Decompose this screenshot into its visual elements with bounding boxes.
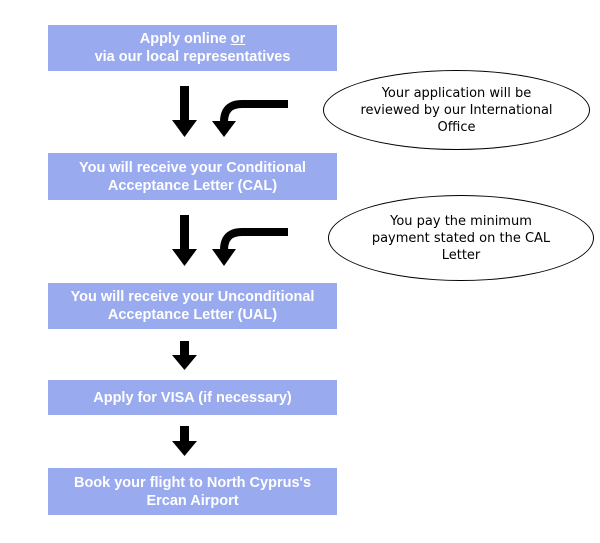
note-application-review-line1: Your application will be xyxy=(381,85,532,101)
step-apply-online-line2: via our local representatives xyxy=(94,49,291,65)
down-arrow-2 xyxy=(172,215,197,266)
note-application-review-line3: Office xyxy=(437,119,476,135)
down-arrow-1 xyxy=(172,86,197,137)
note-application-review-line2: reviewed by our International xyxy=(360,102,553,118)
down-arrow-4 xyxy=(172,426,197,456)
down-arrow-3 xyxy=(172,341,197,370)
curved-arrow-2 xyxy=(212,228,288,266)
step-apply-online-line1: Apply online or xyxy=(48,30,337,48)
note-minimum-payment-line1: You pay the minimum xyxy=(390,213,532,229)
step-book-flight-line1: Book your flight to North Cyprus's xyxy=(73,474,312,491)
note-minimum-payment: You pay the minimum payment stated on th… xyxy=(328,195,594,281)
step-receive-cal-line1: You will receive your Conditional xyxy=(79,159,306,176)
step-receive-ual-line2: Acceptance Letter (UAL) xyxy=(107,307,278,323)
step-apply-online-prefix: Apply online xyxy=(139,31,231,47)
step-apply-visa-line1: Apply for VISA (if necessary) xyxy=(93,389,292,406)
step-receive-cal-line2: Acceptance Letter (CAL) xyxy=(107,177,278,194)
step-apply-online: Apply online or via our local representa… xyxy=(48,25,337,71)
step-receive-ual: You will receive your Unconditional Acce… xyxy=(48,283,337,329)
step-receive-cal: You will receive your Conditional Accept… xyxy=(48,153,337,200)
curved-arrow-1 xyxy=(212,100,288,137)
note-application-review: Your application will be reviewed by our… xyxy=(323,70,590,150)
note-minimum-payment-line2: payment stated on the CAL xyxy=(371,230,551,246)
step-apply-online-or: or xyxy=(230,31,246,47)
step-book-flight-line2: Ercan Airport xyxy=(146,492,239,509)
step-book-flight: Book your flight to North Cyprus's Ercan… xyxy=(48,468,337,515)
step-apply-visa: Apply for VISA (if necessary) xyxy=(48,380,337,415)
note-minimum-payment-line3: Letter xyxy=(441,247,481,263)
step-receive-ual-line1: You will receive your Unconditional xyxy=(70,289,315,305)
